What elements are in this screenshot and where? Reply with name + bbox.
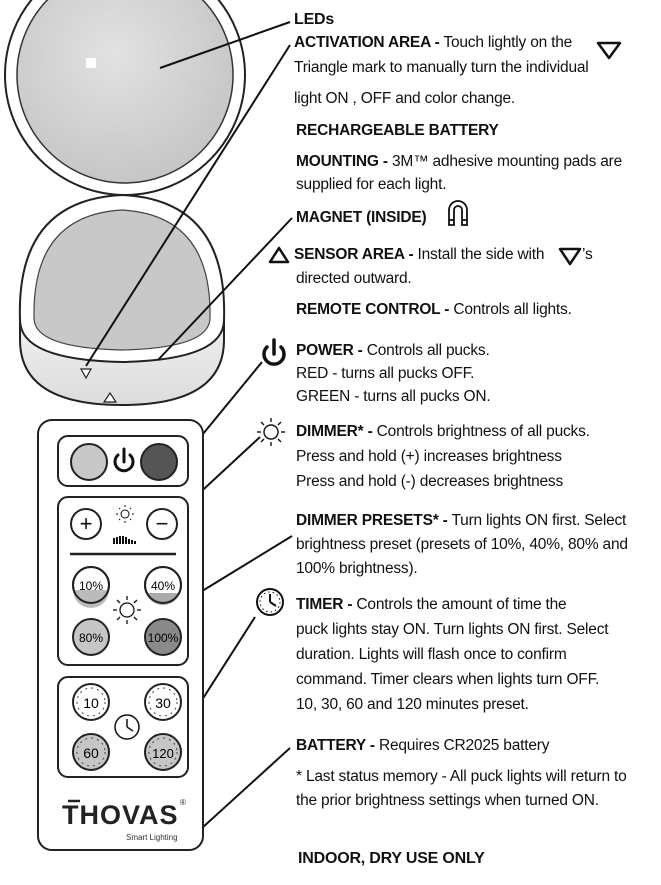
timer-60-label: 60 — [83, 745, 99, 761]
small-sun-icon — [116, 505, 134, 523]
presets-text-3: 100% brightness). — [296, 560, 418, 577]
preset-40-label: 40% — [151, 579, 175, 593]
memory-text-2: the prior brightness settings when turne… — [296, 792, 599, 809]
battery-title: BATTERY - — [296, 737, 375, 754]
memory-title: * Last status memory - — [296, 768, 447, 785]
dimmer-title: DIMMER* - — [296, 423, 373, 440]
timer-120-label: 120 — [152, 746, 174, 761]
sensor-title: SENSOR AREA - — [294, 246, 414, 263]
preset-10-label: 10% — [79, 579, 103, 593]
sensor-triangle-icon — [268, 246, 290, 264]
power-text-1: Controls all pucks. — [366, 342, 490, 359]
timer-text-3: duration. Lights will flash once to conf… — [296, 646, 567, 663]
brand-name: THOVAS — [62, 800, 179, 830]
sensor-down-triangle-icon — [558, 247, 582, 266]
activation-title: ACTIVATION AREA - — [294, 34, 440, 51]
mounting-text-1: 3M™ adhesive mounting pads are — [391, 153, 623, 170]
preset-100-label: 100% — [148, 631, 179, 645]
activation-triangle-icon — [596, 41, 622, 60]
activation-text-2: Triangle mark to manually turn the indiv… — [294, 59, 589, 76]
dimmer-minus-label: − — [156, 511, 169, 536]
rechargeable-battery-title: RECHARGEABLE BATTERY — [296, 122, 499, 139]
memory-text-1: All puck lights will return to — [449, 768, 627, 785]
power-line-1: POWER - Controls all pucks. — [296, 340, 490, 362]
remote-text-1: Controls all lights. — [453, 301, 572, 318]
power-text-3: GREEN - turns all pucks ON. — [296, 388, 491, 405]
dimmer-text-2: Press and hold (+) increases brightness — [296, 448, 562, 465]
preset-sun-icon — [113, 596, 141, 624]
battery-line-1: BATTERY - Requires CR2025 battery — [296, 735, 549, 757]
brand-tagline: Smart Lighting — [126, 833, 178, 842]
timer-stopwatch-icon — [256, 588, 284, 616]
timer-text-4: command. Timer clears when lights turn O… — [296, 671, 600, 688]
sensor-text-suffix: ’s — [582, 246, 593, 263]
activation-text-1: Touch lightly on the — [443, 34, 573, 51]
puck-light-side — [18, 193, 226, 407]
magnet-title: MAGNET (INSIDE) — [296, 209, 427, 226]
power-off-button[interactable] — [70, 443, 108, 481]
sensor-text-1: Install the side with — [417, 246, 545, 263]
activation-text-3: light ON , OFF and color change. — [294, 90, 516, 107]
timer-text-2: puck lights stay ON. Turn lights ON firs… — [296, 621, 609, 638]
mounting-title: MOUNTING - — [296, 153, 388, 170]
remote-title: REMOTE CONTROL - — [296, 301, 450, 318]
timer-30-label: 30 — [155, 695, 171, 711]
sensor-triangle-mark — [102, 391, 118, 403]
timer-10-button[interactable] — [72, 683, 110, 721]
magnet-icon — [448, 200, 468, 226]
power-symbol-icon — [113, 447, 135, 473]
preset-100-button[interactable] — [144, 618, 182, 656]
preset-80-label: 80% — [79, 631, 103, 645]
preset-10-button[interactable] — [72, 566, 110, 608]
power-on-button[interactable] — [140, 443, 178, 481]
timer-30-button[interactable] — [144, 683, 182, 721]
timer-line-1: TIMER - Controls the amount of time the — [296, 594, 567, 616]
timer-text-5: 10, 30, 60 and 120 minutes preset. — [296, 696, 529, 713]
brightness-bars-icon — [113, 536, 136, 544]
preset-80-button[interactable] — [72, 618, 110, 656]
timer-10-label: 10 — [83, 695, 99, 711]
dimmer-minus-button[interactable] — [146, 508, 178, 540]
dimmer-line-1: DIMMER* - Controls brightness of all puc… — [296, 421, 590, 443]
activation-triangle-mark — [79, 368, 93, 380]
leds-title: LEDs — [294, 11, 335, 28]
power-title: POWER - — [296, 342, 363, 359]
presets-text-2: brightness preset (presets of 10%, 40%, … — [296, 536, 628, 553]
dimmer-text-3: Press and hold (-) decreases brightness — [296, 473, 564, 490]
led-highlight — [86, 58, 96, 68]
timer-title: TIMER - — [296, 596, 353, 613]
timer-text-1: Controls the amount of time the — [356, 596, 567, 613]
mounting-text-2: supplied for each light. — [296, 176, 447, 193]
presets-line-1: DIMMER PRESETS* - Turn lights ON first. … — [296, 510, 626, 532]
brand-registered: ® — [180, 798, 186, 807]
memory-line-1: * Last status memory - All puck lights w… — [296, 766, 627, 788]
power-icon — [262, 338, 286, 366]
dimmer-plus-button[interactable] — [70, 508, 102, 540]
timer-120-button[interactable] — [144, 733, 182, 771]
indoor-title: INDOOR, DRY USE ONLY — [298, 850, 485, 867]
timer-clock-icon — [114, 714, 140, 740]
preset-40-button[interactable] — [144, 566, 182, 606]
presets-text-1: Turn lights ON first. Select — [451, 512, 627, 529]
mounting-line-1: MOUNTING - 3M™ adhesive mounting pads ar… — [296, 151, 622, 173]
activation-line-1: ACTIVATION AREA - Touch lightly on the — [294, 32, 572, 54]
dimmer-text-1: Controls brightness of all pucks. — [376, 423, 590, 440]
power-text-2: RED - turns all pucks OFF. — [296, 365, 475, 382]
presets-title: DIMMER PRESETS* - — [296, 512, 448, 529]
puck-light-top — [4, 0, 246, 196]
timer-60-button[interactable] — [72, 733, 110, 771]
dimmer-sun-icon — [257, 418, 285, 446]
remote-line-1: REMOTE CONTROL - Controls all lights. — [296, 299, 572, 321]
sensor-line-1: SENSOR AREA - Install the side with — [294, 244, 544, 266]
dimmer-plus-label: + — [80, 511, 93, 536]
sensor-text-2: directed outward. — [296, 270, 412, 287]
battery-text-1: Requires CR2025 battery — [378, 737, 550, 754]
